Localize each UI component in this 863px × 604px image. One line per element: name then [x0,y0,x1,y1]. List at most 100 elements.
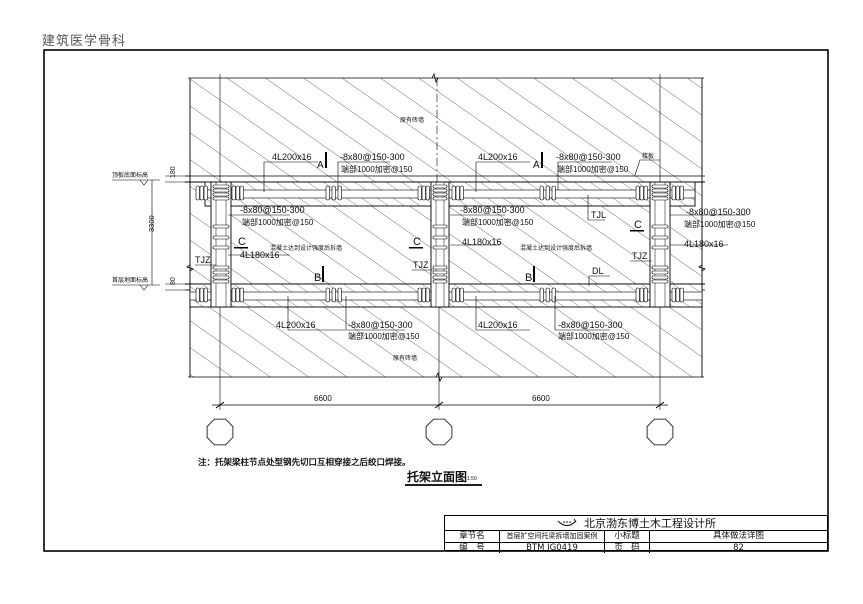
beam-angle-label: 4L200x16 [272,152,312,162]
batten-plate [451,185,456,201]
infill-label-right: 混凝土达到设计强度后拆墙 [520,244,592,252]
batten-plate [651,224,669,229]
section-mark-a: A [317,160,324,171]
batten-plate [432,275,448,280]
batten-plate-label-3: -8x80@150-300 [240,205,305,215]
section-mark-bars [234,152,644,282]
subtitle-value: 具体做法详图 [712,531,764,541]
title-block: 北京渤东博土木工程设计所 章节名 首层扩空间托梁拆墙加固案例 小标题 具体做法详… [444,515,828,553]
section-mark-b-2: B [525,272,532,284]
top-beam-tjl [204,181,696,207]
batten-plate [235,185,240,201]
axis-bubble-2 [425,418,453,446]
batten-plate [671,287,676,303]
batten-plate [539,287,544,303]
column-tjz-middle [430,181,450,308]
end-zone-label-5: 端部1000加密@150 [684,219,756,229]
batten-plate [425,287,430,303]
batten-plate [212,188,230,193]
batten-plate [679,287,684,303]
batten-plate [337,287,342,303]
lintel-label-dl: DL [592,266,604,276]
dim-bottom-small: 80 [170,277,177,285]
axis-bubble-3 [646,418,674,446]
section-mark-c-3: C [634,219,642,231]
batten-plate-label-4: -8x80@150-300 [460,205,525,215]
batten-plate [212,224,230,229]
batten-plate [432,270,448,275]
dim-span-1: 6600 [314,394,332,403]
batten-plate [545,185,550,201]
batten-plate [651,275,669,280]
end-zone-label-6: 端部1000加密@150 [348,331,420,341]
batten-plate [651,279,669,284]
batten-plate [459,287,464,303]
batten-plate [432,279,448,284]
batten-plate [325,185,330,201]
drawing-note: 注：托架梁柱节点处型钢先切口互相穿接之后绞口焊接。 [198,457,411,467]
beam-angle-label-4: 4L200x16 [478,320,518,330]
batten-plate [212,275,230,280]
batten-plate [639,185,644,201]
batten-plate [331,287,336,303]
batten-plate [651,192,669,197]
end-zone-label: 端部1000加密@150 [341,164,413,174]
title-block-row-1: 章节名 首层扩空间托梁拆墙加固案例 小标题 具体做法详图 [445,531,827,543]
company-logo-icon [556,518,578,528]
batten-plate [635,287,640,303]
batten-plate [325,287,330,303]
column-label-middle: TJZ [413,260,429,270]
batten-plate [432,245,448,250]
beam-angle-label-2: 4L200x16 [478,152,518,162]
batten-plate [421,287,426,303]
batten-plate [455,287,460,303]
batten-plate [651,188,669,193]
batten-plate [212,279,230,284]
subtitle-label: 小标题 [605,531,650,542]
section-mark-c: C [238,236,246,248]
batten-plate [651,235,669,240]
section-mark-a-2: A [533,160,540,171]
batten-plate [545,287,550,303]
batten-plate [675,287,680,303]
batten-plate [212,184,230,189]
column-angle-label: 4L180x16 [240,250,280,260]
column-label-right: TJZ [632,251,648,261]
batten-plate [432,184,448,189]
batten-plate [417,287,422,303]
batten-plate [337,185,342,201]
batten-plate-label-7: -8x80@150-300 [558,320,623,330]
batten-plate [432,196,448,201]
drawing-frame [43,49,829,552]
batten-plate-label-5: -8x80@150-300 [686,207,751,217]
dim-span-2: 6600 [532,394,550,403]
batten-plate [195,287,200,303]
column-tjz-left [210,181,232,308]
company-row: 北京渤东博土木工程设计所 [445,516,827,531]
section-mark-b: B [314,272,321,284]
batten-plate [212,196,230,201]
batten-plate-label: -8x80@150-300 [340,152,405,162]
level-marker-top [112,179,160,186]
title-block-row-2: 编 号 BTM JG0419 页 码 82 [445,542,827,553]
batten-plate [212,265,230,270]
batten-plate [639,287,644,303]
batten-plate [212,270,230,275]
batten-plate [455,185,460,201]
batten-plate [195,185,200,201]
batten-plate [203,287,208,303]
end-zone-label-3: 端部1000加密@150 [242,217,314,227]
chapter-value: 首层扩空间托梁拆墙加固案例 [500,531,605,542]
batten-plate [421,185,426,201]
batten-plate [671,185,676,201]
company-name: 北京渤东博土木工程设计所 [584,517,716,530]
drawing-scale: 1:50 [467,476,477,482]
beam-label-tjl: TJL [591,210,606,220]
batten-plate [432,192,448,197]
batten-plate [651,270,669,275]
batten-plate-label-2: -8x80@150-300 [556,152,621,162]
leader-lines [228,159,746,331]
batten-plate [651,196,669,201]
page-value: 82 [733,542,744,553]
